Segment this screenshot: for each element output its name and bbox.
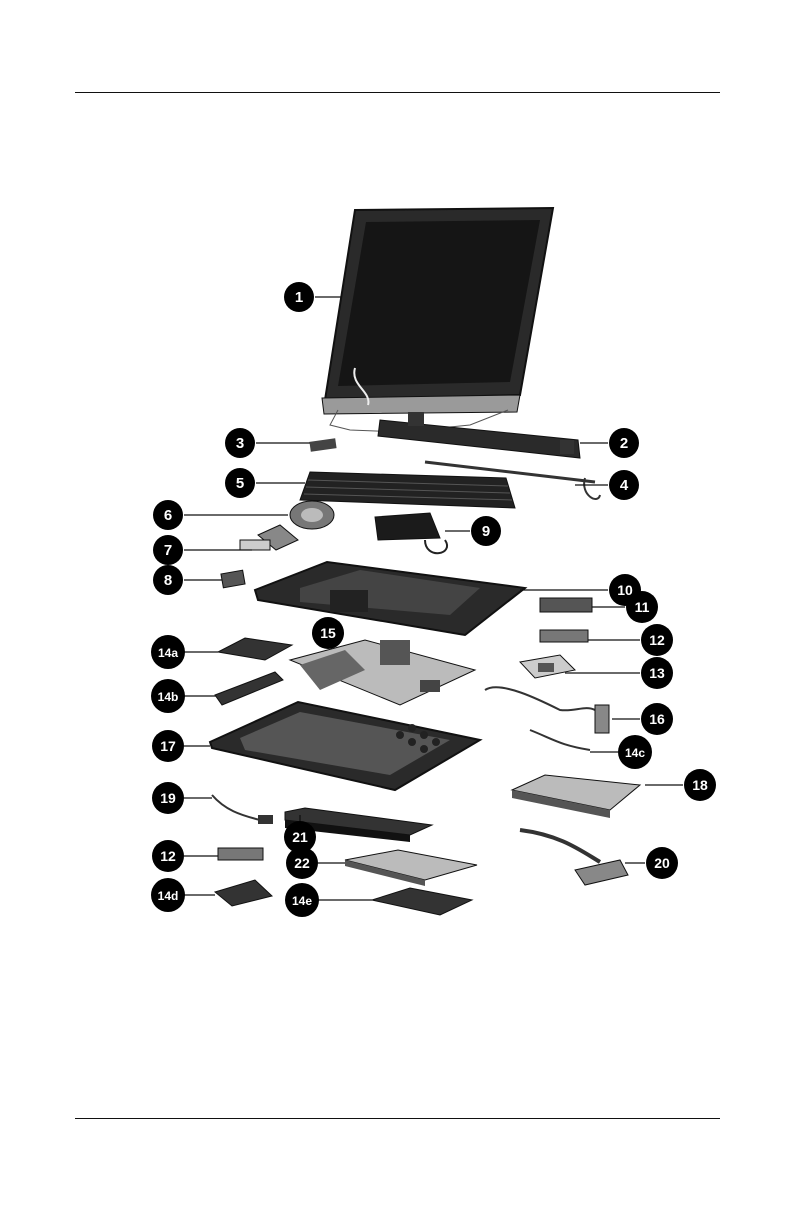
callout-11-label: 11 [635, 599, 650, 615]
callout-17-label: 17 [160, 738, 176, 754]
memory-module-bottom [218, 848, 263, 860]
callout-14a: 14a [151, 635, 185, 669]
callout-8: 8 [153, 565, 183, 595]
callout-5-label: 5 [236, 475, 244, 492]
callout-1: 1 [284, 282, 314, 312]
callout-19: 19 [152, 782, 184, 814]
callout-3-label: 3 [236, 435, 244, 452]
callout-14c: 14c [618, 735, 652, 769]
callout-14e-label: 14e [292, 894, 312, 908]
callout-11: 11 [626, 591, 658, 623]
callout-7-label: 7 [164, 542, 172, 559]
cover-14a [218, 638, 292, 660]
callout-13-label: 13 [649, 665, 665, 681]
callout-16-label: 16 [649, 711, 665, 727]
callout-6-label: 6 [164, 507, 172, 524]
speaker-14b [215, 672, 283, 705]
callout-6: 6 [153, 500, 183, 530]
callout-20-label: 20 [654, 855, 670, 871]
callout-14e: 14e [285, 883, 319, 917]
callout-13: 13 [641, 657, 673, 689]
callout-22: 22 [286, 847, 318, 879]
system-board [290, 640, 475, 705]
callout-22-label: 22 [294, 855, 310, 871]
callout-12-top: 12 [641, 624, 673, 656]
callout-12-bottom-label: 12 [160, 848, 176, 864]
callout-19-label: 19 [160, 790, 176, 806]
audio-board-cable [520, 830, 628, 885]
callout-7: 7 [153, 535, 183, 565]
callout-12-bottom: 12 [152, 840, 184, 872]
callout-9-label: 9 [482, 523, 490, 540]
callout-18: 18 [684, 769, 716, 801]
processor [520, 655, 575, 678]
top-cover [255, 562, 525, 635]
hard-drive [345, 850, 477, 886]
callout-15-label: 15 [320, 625, 336, 641]
callout-9: 9 [471, 516, 501, 546]
callout-20: 20 [646, 847, 678, 879]
antenna [212, 795, 273, 824]
heat-sink [240, 525, 298, 550]
base-enclosure [210, 702, 480, 790]
wlan-module [540, 598, 592, 612]
keyboard [300, 472, 515, 508]
callout-4: 4 [609, 470, 639, 500]
modem-cable [485, 687, 609, 733]
optical-drive [512, 775, 640, 818]
callout-15: 15 [312, 617, 344, 649]
display-assembly [322, 208, 553, 432]
callout-21-label: 21 [292, 829, 308, 845]
callout-14b-label: 14b [158, 690, 179, 704]
callout-17: 17 [152, 730, 184, 762]
callout-2-label: 2 [620, 435, 628, 452]
callout-3: 3 [225, 428, 255, 458]
callout-8-label: 8 [164, 572, 172, 589]
touchpad [375, 513, 447, 553]
switch-cover [378, 412, 580, 458]
callout-14c-label: 14c [625, 746, 645, 760]
cover-14e [372, 888, 472, 915]
callout-1-label: 1 [295, 289, 303, 306]
callout-14d: 14d [151, 878, 185, 912]
processor-chip [221, 570, 245, 588]
memory-module-top [540, 630, 588, 642]
callout-12-top-label: 12 [649, 632, 665, 648]
fan [290, 501, 334, 529]
callout-4-label: 4 [620, 477, 629, 494]
cover-14d [215, 880, 272, 906]
cable-14c [530, 730, 590, 750]
callout-14d-label: 14d [158, 889, 179, 903]
callout-14b: 14b [151, 679, 185, 713]
callout-5: 5 [225, 468, 255, 498]
bluetooth-board [309, 438, 336, 452]
callout-14a-label: 14a [158, 646, 178, 660]
callout-16: 16 [641, 703, 673, 735]
callout-10-label: 10 [617, 582, 633, 598]
callout-18-label: 18 [692, 777, 708, 793]
callout-2: 2 [609, 428, 639, 458]
